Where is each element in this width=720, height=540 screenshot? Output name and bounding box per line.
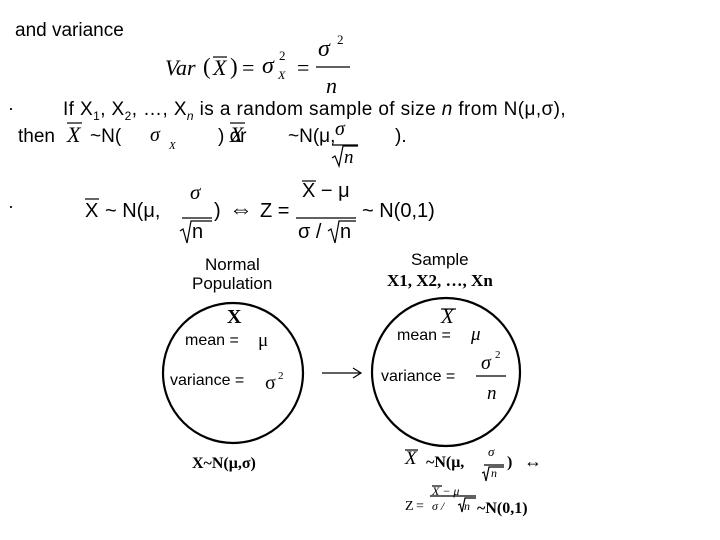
bullet-2-den: σ /: [298, 221, 322, 243]
bullet-2-den-n: n: [340, 221, 352, 243]
population-distribution: X~N(μ,σ): [192, 455, 256, 472]
sample-dist-close: ): [507, 454, 513, 471]
bullet-2-z-radical: [327, 220, 356, 244]
bullet-2-radical: [179, 220, 212, 244]
var-func: Var: [165, 55, 196, 80]
population-mean-value: μ: [258, 330, 269, 351]
bullet-2-num: X − μ: [302, 180, 350, 202]
z-denominator: σ /: [432, 499, 445, 513]
bullet-2-iff: ⇔: [229, 196, 253, 223]
bullet-2-n: n: [192, 221, 204, 243]
z-denominator-n: n: [464, 499, 470, 513]
population-variance-exp: 2: [278, 370, 284, 382]
bullet-1-then: then: [18, 126, 55, 147]
z-radical: [457, 497, 476, 513]
z-symbol: Z: [405, 499, 414, 514]
bullet-2-result: ~ N(0,1): [362, 200, 435, 222]
sample-variance-num-exp: 2: [495, 349, 501, 361]
var-equals-2: =: [297, 55, 310, 80]
sample-dist-text: ~N(μ,: [426, 454, 465, 471]
population-variance-value: σ: [265, 372, 276, 394]
bullet-1-radical: [331, 145, 358, 169]
bullet-1-sigma-x: σ: [150, 124, 160, 146]
bullet-2-sigma: σ: [190, 180, 201, 204]
sample-circle: [370, 296, 522, 448]
population-title-1: Normal: [205, 255, 260, 274]
bullet-2-z: Z =: [260, 200, 290, 222]
var-xbar: X: [213, 55, 227, 80]
bullet-1-or: ) or: [218, 126, 247, 147]
var-frac-num-exp: 2: [337, 32, 344, 47]
bullet-1-tilde-b: ~N(μ,: [288, 126, 336, 147]
sample-list: X1, X2, …, Xn: [387, 271, 493, 290]
bullet-dot-2: ·: [8, 196, 14, 216]
var-lparen: (: [203, 54, 211, 79]
var-frac-den: n: [326, 73, 337, 98]
sample-dist-arrow: ↔: [524, 451, 542, 471]
sample-variable: X: [441, 304, 454, 328]
var-frac-num: σ: [318, 36, 330, 62]
bullet-1-sqrt-n: n: [344, 147, 354, 168]
bullet-dot-1: ·: [8, 98, 14, 118]
bullet-1-sigma-frac: σ: [335, 118, 345, 140]
population-title-2: Population: [192, 274, 273, 293]
var-equals: =: [242, 55, 255, 80]
population-circle: [161, 301, 305, 445]
z-result: ~N(0,1): [477, 500, 528, 517]
sample-variance-label: variance =: [381, 368, 456, 385]
z-numerator: X − μ: [432, 484, 460, 498]
sample-dist-radical: [481, 466, 504, 482]
population-variance-label: variance =: [170, 372, 245, 389]
sample-title: Sample: [411, 250, 469, 269]
bullet-2-dist: ~ N(μ,: [105, 200, 161, 222]
sample-mean-label: mean =: [397, 327, 451, 344]
sample-mean-value: μ: [471, 324, 481, 345]
sample-dist-xbar: X: [405, 448, 417, 469]
var-sigma: σ: [262, 53, 274, 79]
bullet-1-line-1: If X1, X2, …, Xn is a random sample of s…: [63, 99, 567, 123]
arrow-head: [352, 367, 363, 379]
var-sigma-exp: 2: [279, 48, 286, 63]
var-rparen: ): [230, 54, 238, 79]
sample-dist-sigma: σ: [488, 444, 495, 459]
bullet-1-xbar-a: X: [67, 122, 81, 147]
sample-variance-num: σ: [481, 352, 491, 374]
population-mean-label: mean =: [185, 332, 239, 349]
bullet-1-sigma-sub: X: [169, 140, 176, 152]
bullet-2-close: ): [214, 200, 221, 222]
bullet-1-close: ).: [395, 126, 407, 147]
bullet-1-tilde-a: ~N(: [90, 126, 122, 147]
heading: and variance: [15, 20, 124, 41]
population-variable: X: [227, 306, 242, 328]
var-sigma-sub: X: [278, 68, 286, 82]
sample-variance-den: n: [487, 383, 497, 404]
bullet-2-xbar: X: [85, 200, 99, 222]
sample-dist-n: n: [491, 466, 497, 480]
z-equals: =: [416, 499, 424, 514]
bullet-1-xbar-b: X: [230, 122, 244, 147]
